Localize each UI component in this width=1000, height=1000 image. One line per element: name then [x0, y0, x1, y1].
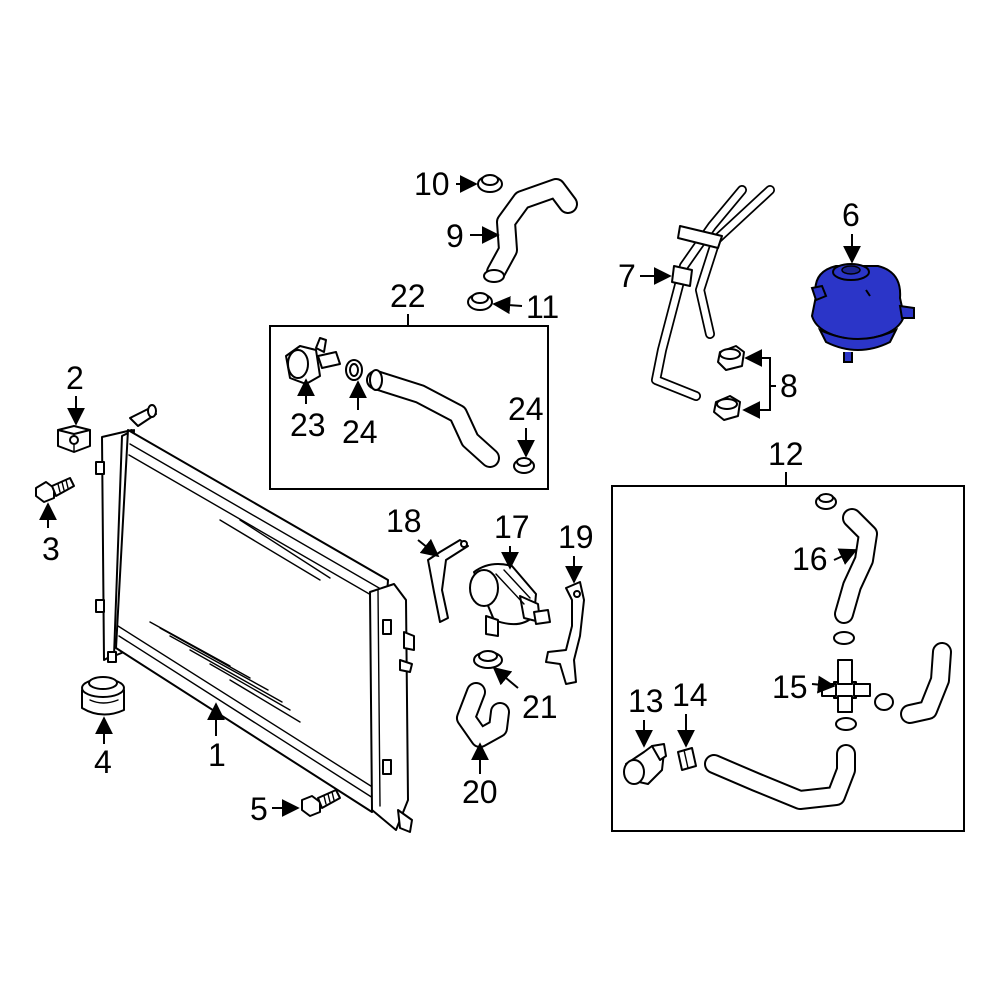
callout-1: 1	[208, 737, 226, 773]
leader-11	[492, 296, 523, 315]
hose-clamp-15b[interactable]	[874, 693, 894, 711]
callout-6: 6	[842, 197, 860, 233]
leader-8	[744, 349, 771, 386]
callout-13: 13	[628, 683, 664, 719]
pump-bracket-left[interactable]	[427, 539, 469, 623]
pump-bracket-right[interactable]	[545, 581, 585, 685]
hose-clamp-flange[interactable]	[345, 359, 363, 381]
callout-24-left: 24	[342, 414, 378, 450]
upper-bracket[interactable]	[57, 425, 91, 453]
hose-clamp-pump[interactable]	[473, 650, 503, 669]
callout-18: 18	[386, 503, 422, 539]
callout-12: 12	[768, 436, 804, 472]
side-hose[interactable]	[900, 642, 952, 724]
callout-22: 22	[390, 278, 426, 314]
callout-8: 8	[780, 368, 798, 404]
callout-5: 5	[250, 791, 268, 827]
callout-11: 11	[526, 289, 559, 325]
hose-elbow[interactable]	[623, 743, 667, 785]
callout-7: 7	[618, 258, 636, 294]
lower-radiator-hose[interactable]	[704, 744, 856, 810]
callout-17: 17	[494, 509, 530, 545]
hose-clamp-lower[interactable]	[467, 292, 493, 311]
callout-16: 16	[792, 541, 828, 577]
leader-16	[833, 548, 858, 565]
callout-20: 20	[462, 774, 498, 810]
hose-clamp-upper[interactable]	[477, 174, 503, 193]
clip-14[interactable]	[677, 747, 697, 771]
callout-23: 23	[290, 407, 326, 443]
pipe-connector-upper[interactable]	[717, 345, 745, 371]
callout-24-right: 24	[508, 391, 544, 427]
hose-clamp-bypass[interactable]	[513, 457, 535, 474]
callout-14: 14	[672, 677, 708, 713]
leader-15	[811, 675, 836, 694]
callout-3: 3	[42, 531, 60, 567]
leader-21	[492, 666, 519, 689]
coolant-pipes[interactable]	[651, 185, 775, 401]
callout-9: 9	[446, 218, 464, 254]
hose-clamp-15a[interactable]	[833, 631, 855, 645]
leader-18	[417, 538, 440, 558]
lower-mount[interactable]	[81, 676, 125, 716]
hose-clamp-16[interactable]	[815, 493, 837, 510]
callout-19: 19	[558, 519, 594, 555]
pipe-connector-lower[interactable]	[713, 395, 741, 421]
bolt-upper[interactable]	[35, 477, 75, 503]
radiator[interactable]	[95, 404, 415, 833]
callout-4: 4	[94, 744, 112, 780]
upper-radiator-hose[interactable]	[834, 508, 878, 624]
leader-8b	[742, 386, 771, 419]
pump-hose[interactable]	[456, 682, 510, 748]
callout-21: 21	[522, 689, 558, 725]
expansion-tank[interactable]	[810, 263, 915, 363]
bypass-hose[interactable]	[366, 369, 500, 468]
hose-clamp-15c[interactable]	[835, 717, 857, 731]
callout-10: 10	[414, 166, 450, 202]
bolt-lower[interactable]	[301, 789, 341, 817]
upper-hose[interactable]	[483, 178, 578, 283]
auxiliary-water-pump[interactable]	[469, 563, 551, 637]
coolant-flange[interactable]	[285, 337, 341, 385]
group-box-12	[611, 485, 965, 832]
callout-2: 2	[66, 360, 84, 396]
callout-15: 15	[772, 669, 808, 705]
